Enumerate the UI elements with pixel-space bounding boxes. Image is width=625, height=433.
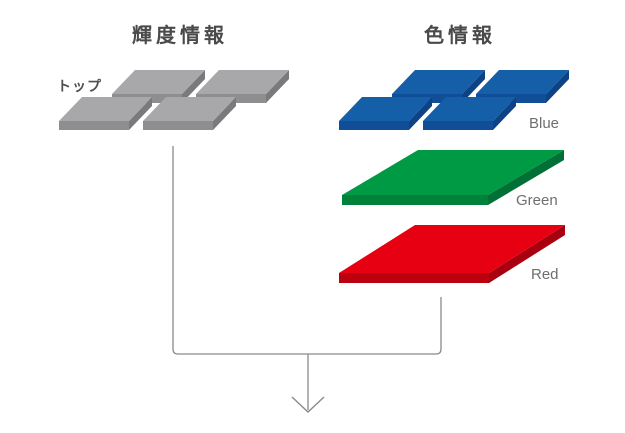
tile-top-face [476,70,569,94]
tile-front-face [339,273,489,283]
blue-tile-front-left [339,97,432,130]
red-layer-label: Red [531,266,559,283]
tile-top-face [112,70,205,94]
merge-connector-line [172,146,442,355]
tile-front-face [342,195,488,205]
tile-side-face [266,70,289,103]
tile-side-face [409,97,432,130]
tile-front-face [143,121,213,130]
tile-side-face [213,97,236,130]
tile-side-face [488,150,564,205]
tile-front-face [423,121,493,130]
tile-side-face [462,70,485,103]
luminance-section-title: 輝度情報 [132,25,228,47]
tile-top-face [196,70,289,94]
gray-tile-front-right [143,97,236,130]
tile-side-face [546,70,569,103]
tile-side-face [489,225,565,283]
top-tile-label: トップ [57,78,102,94]
tile-front-face [59,121,129,130]
tile-top-face [143,97,236,121]
green-layer-tile [342,150,564,205]
tile-top-face [423,97,516,121]
blue-tile-grid [339,70,569,130]
blue-layer-label: Blue [529,115,560,132]
color-section-title: 色情報 [424,25,496,47]
tile-side-face [182,70,205,103]
gray-tile-grid [59,70,289,130]
gray-tile-front-left [59,97,152,130]
tile-side-face [129,97,152,130]
tile-front-face [339,121,409,130]
tile-top-face [342,150,564,195]
green-layer-label: Green [516,192,558,209]
down-arrow-icon [291,396,325,413]
blue-tile-front-right [423,97,516,130]
tile-top-face [339,97,432,121]
tile-top-face [392,70,485,94]
red-layer-tile [339,225,565,283]
tile-top-face [59,97,152,121]
tile-side-face [493,97,516,130]
tile-top-face [339,225,565,273]
